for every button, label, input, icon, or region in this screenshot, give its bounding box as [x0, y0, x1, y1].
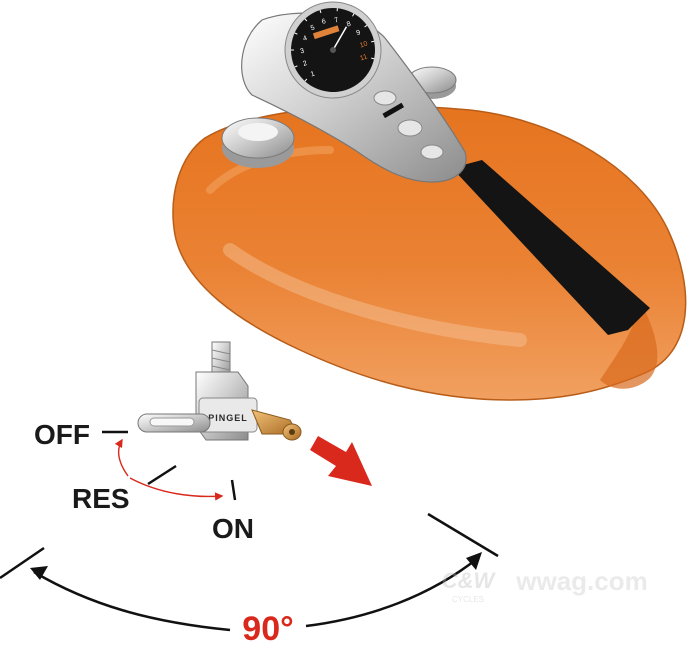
angle-label: 90° — [242, 610, 293, 648]
gauge-tick-label: 7 — [334, 17, 340, 25]
fuel-flow-arrow — [310, 436, 372, 486]
res-label: RES — [72, 483, 130, 514]
gauge-tick-mark — [364, 24, 368, 28]
watermark-sub: CYCLES — [452, 595, 484, 604]
gauge-tick-mark — [304, 18, 308, 22]
watermark-logo: C&W — [442, 568, 497, 593]
valve-outlet-nipple — [251, 409, 302, 441]
valve-lever[interactable] — [137, 413, 211, 433]
tank-center-strip — [452, 160, 650, 335]
fuel-valve: PINGEL — [137, 341, 302, 441]
gauge-tick-label: 1 — [310, 70, 316, 78]
gauge-tick-label: 4 — [302, 35, 308, 43]
gauge-odometer — [312, 25, 340, 40]
gauge-tick-label: 2 — [302, 60, 308, 68]
gauge-tick-label: 9 — [356, 29, 362, 37]
gauge-tick-mark — [371, 40, 375, 43]
gauge-needle — [332, 26, 348, 51]
gauge-tick-mark — [294, 32, 298, 35]
watermark: C&W CYCLES wwag.com — [442, 566, 648, 604]
gauge-tick-mark — [294, 65, 298, 68]
gauge-tick-mark — [336, 8, 338, 12]
gauge-tick-mark — [319, 9, 322, 14]
gauge-tick-label: 6 — [321, 18, 327, 26]
gauge-tick-mark — [371, 57, 375, 60]
valve-brand-label: PINGEL — [208, 413, 248, 423]
gauge-tick-label: 3 — [300, 47, 306, 55]
watermark-site: wwag.com — [515, 566, 647, 596]
rotation-hint-arrow-right — [129, 477, 224, 501]
filler-cap-left — [221, 117, 295, 168]
gauge-tick-label: 10 — [359, 40, 369, 49]
rotation-hint-arrow-up — [114, 438, 129, 477]
on-indicator-line — [230, 479, 237, 501]
gauge-tick-label: 5 — [310, 24, 316, 32]
on-label: ON — [212, 513, 254, 544]
rotation-arc — [0, 512, 499, 632]
gauge-tick-label: 11 — [359, 53, 368, 62]
gauge-tick-mark — [291, 49, 294, 51]
off-label: OFF — [34, 419, 90, 450]
gauge-tick-mark — [352, 13, 355, 17]
gauge-tick-label: 8 — [346, 21, 352, 29]
gauge-tick-mark — [304, 78, 308, 82]
res-indicator-line — [147, 464, 177, 486]
